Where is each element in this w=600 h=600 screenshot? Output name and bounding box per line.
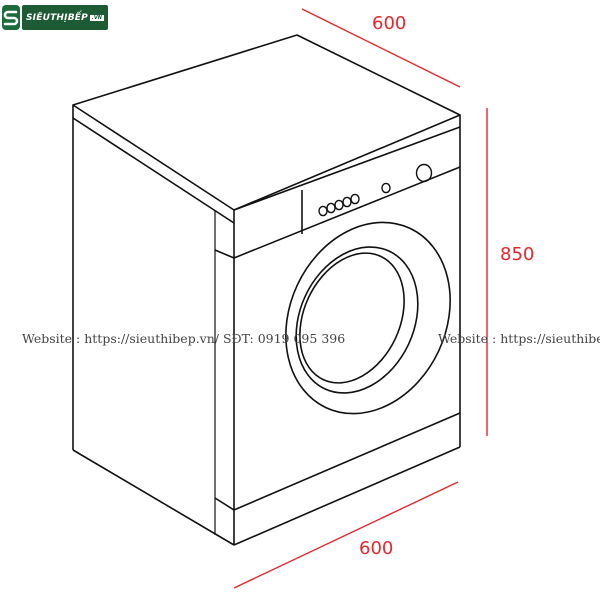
small-knob-icon [381, 182, 391, 194]
width-label: 600 [359, 538, 394, 559]
program-button-icon [326, 202, 336, 214]
program-button-icon [318, 205, 328, 217]
main-dial-icon [415, 163, 433, 183]
watermark-left: Website : https://sieuthibep.vn/ SĐT: 09… [22, 331, 346, 346]
depth-dimension-line [301, 8, 461, 88]
program-button-icon [334, 199, 344, 211]
door-inner-ring [295, 246, 419, 394]
program-button-icon [350, 193, 360, 205]
depth-label: 600 [372, 13, 407, 34]
logo-wordmark: SIÊUTHỊBẾP .VN [22, 5, 108, 30]
program-button-icon [342, 196, 352, 208]
width-dimension-line [233, 481, 459, 589]
watermark-right: Website : https://sieuthibep. [438, 331, 600, 346]
logo-name: SIÊUTHỊBẾP [26, 12, 88, 23]
door-outer-ring [285, 221, 451, 415]
control-panel-top [233, 126, 461, 211]
logo-s-icon [2, 5, 20, 30]
height-label: 850 [500, 244, 535, 265]
site-logo[interactable]: SIÊUTHỊBẾP .VN [2, 3, 108, 32]
door-glass [299, 252, 405, 384]
control-panel-bottom [233, 166, 461, 259]
machine-top-face [72, 34, 461, 211]
logo-tld: .VN [89, 14, 104, 21]
